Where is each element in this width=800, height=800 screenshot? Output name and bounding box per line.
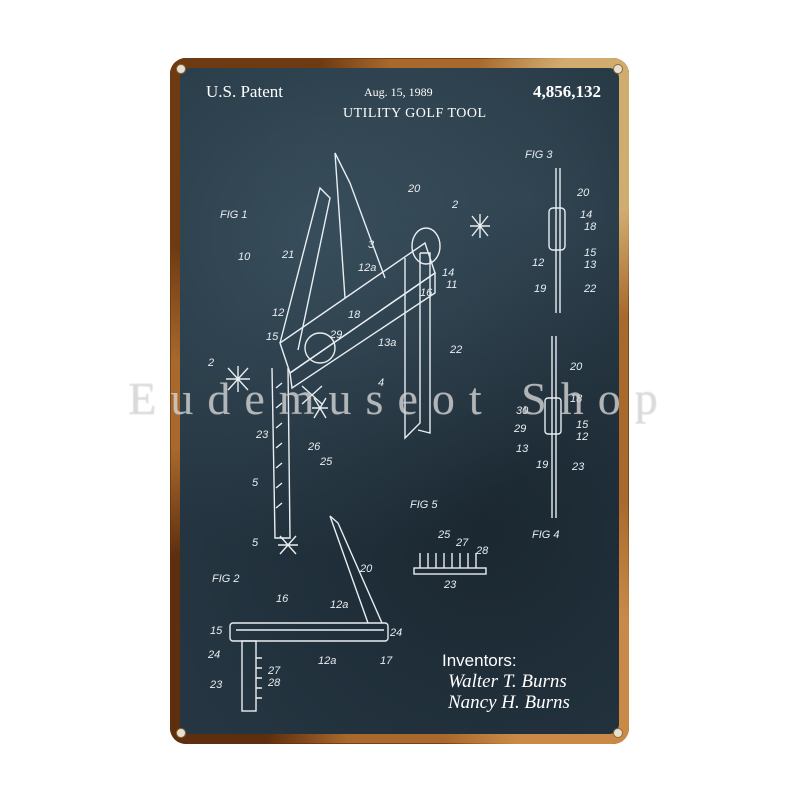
svg-text:14: 14 xyxy=(580,209,592,221)
svg-text:5: 5 xyxy=(252,537,259,549)
svg-text:4: 4 xyxy=(378,377,384,389)
svg-text:23: 23 xyxy=(209,679,223,691)
svg-text:2: 2 xyxy=(207,357,214,369)
rivet-icon xyxy=(613,64,623,74)
svg-text:16: 16 xyxy=(420,287,433,299)
patent-date: Aug. 15, 1989 xyxy=(364,85,433,99)
svg-text:10: 10 xyxy=(238,251,251,263)
svg-text:12: 12 xyxy=(576,431,588,443)
svg-text:29: 29 xyxy=(513,423,526,435)
svg-text:25: 25 xyxy=(319,456,333,468)
svg-text:20: 20 xyxy=(576,187,590,199)
svg-text:FIG 4: FIG 4 xyxy=(532,529,560,541)
figure-1-tool: 20 10 21 12a 16 14 11 18 29 13a 22 15 12… xyxy=(207,152,462,549)
svg-text:5: 5 xyxy=(252,477,259,489)
svg-text:24: 24 xyxy=(389,627,402,639)
svg-text:22: 22 xyxy=(449,344,462,356)
svg-text:19: 19 xyxy=(536,459,548,471)
svg-text:15: 15 xyxy=(576,419,589,431)
svg-text:12: 12 xyxy=(532,257,544,269)
svg-text:12a: 12a xyxy=(358,262,376,274)
svg-text:FIG 5: FIG 5 xyxy=(410,499,438,511)
svg-text:15: 15 xyxy=(584,247,597,259)
svg-text:18: 18 xyxy=(348,309,361,321)
svg-text:29: 29 xyxy=(329,329,342,341)
figure-4-section: 20 18 30 29 15 12 13 19 23 FIG 4 xyxy=(513,336,589,541)
svg-text:20: 20 xyxy=(569,361,583,373)
svg-text:16: 16 xyxy=(276,593,289,605)
svg-text:FIG 2: FIG 2 xyxy=(212,573,240,585)
svg-text:28: 28 xyxy=(475,545,489,557)
blueprint-board: U.S. Patent Aug. 15, 1989 4,856,132 UTIL… xyxy=(180,68,619,734)
svg-text:22: 22 xyxy=(583,283,596,295)
svg-text:2: 2 xyxy=(451,199,458,211)
svg-text:FIG 1: FIG 1 xyxy=(220,209,248,221)
svg-text:12: 12 xyxy=(272,307,284,319)
svg-text:26: 26 xyxy=(307,441,321,453)
svg-text:24: 24 xyxy=(207,649,220,661)
svg-text:12a: 12a xyxy=(318,655,336,667)
inventor-name: Nancy H. Burns xyxy=(448,692,570,713)
metal-sign: U.S. Patent Aug. 15, 1989 4,856,132 UTIL… xyxy=(170,58,629,744)
inventor-name: Walter T. Burns xyxy=(448,671,567,692)
patent-title: UTILITY GOLF TOOL xyxy=(343,106,487,121)
rivet-icon xyxy=(176,728,186,738)
figure-2-tool: FIG 2 20 16 12a 15 24 24 12a 17 27 28 23 xyxy=(207,515,402,712)
rivet-icon xyxy=(613,728,623,738)
svg-text:20: 20 xyxy=(359,563,373,575)
patent-number: 4,856,132 xyxy=(533,82,601,101)
inventors-label: Inventors: xyxy=(442,651,517,670)
figure-3-section: FIG 3 20 14 18 15 13 12 19 22 xyxy=(525,149,597,313)
svg-text:15: 15 xyxy=(210,625,223,637)
svg-text:14: 14 xyxy=(442,267,454,279)
section-markers xyxy=(226,214,490,555)
svg-text:19: 19 xyxy=(534,283,546,295)
svg-text:3: 3 xyxy=(368,239,375,251)
figure-5-tines: FIG 5 25 27 28 23 xyxy=(410,499,489,591)
svg-text:28: 28 xyxy=(267,677,281,689)
patent-drawing: 20 10 21 12a 16 14 11 18 29 13a 22 15 12… xyxy=(207,149,597,712)
rivet-icon xyxy=(176,64,186,74)
svg-text:27: 27 xyxy=(267,665,281,677)
svg-text:11: 11 xyxy=(446,279,457,291)
svg-text:13: 13 xyxy=(584,259,597,271)
svg-text:13: 13 xyxy=(516,443,529,455)
svg-text:FIG 3: FIG 3 xyxy=(525,149,553,161)
svg-text:18: 18 xyxy=(584,221,597,233)
svg-text:20: 20 xyxy=(407,183,421,195)
svg-text:23: 23 xyxy=(571,461,585,473)
svg-text:15: 15 xyxy=(266,331,279,343)
svg-text:12a: 12a xyxy=(330,599,348,611)
svg-text:27: 27 xyxy=(455,537,469,549)
svg-text:17: 17 xyxy=(380,655,393,667)
svg-text:13a: 13a xyxy=(378,337,396,349)
svg-text:23: 23 xyxy=(255,429,269,441)
svg-text:23: 23 xyxy=(443,579,457,591)
svg-text:21: 21 xyxy=(281,249,294,261)
svg-text:18: 18 xyxy=(570,393,583,405)
patent-label: U.S. Patent xyxy=(206,82,283,101)
svg-text:25: 25 xyxy=(437,529,451,541)
inventors-block: Inventors: Walter T. Burns Nancy H. Burn… xyxy=(442,651,570,713)
svg-text:30: 30 xyxy=(516,405,529,417)
